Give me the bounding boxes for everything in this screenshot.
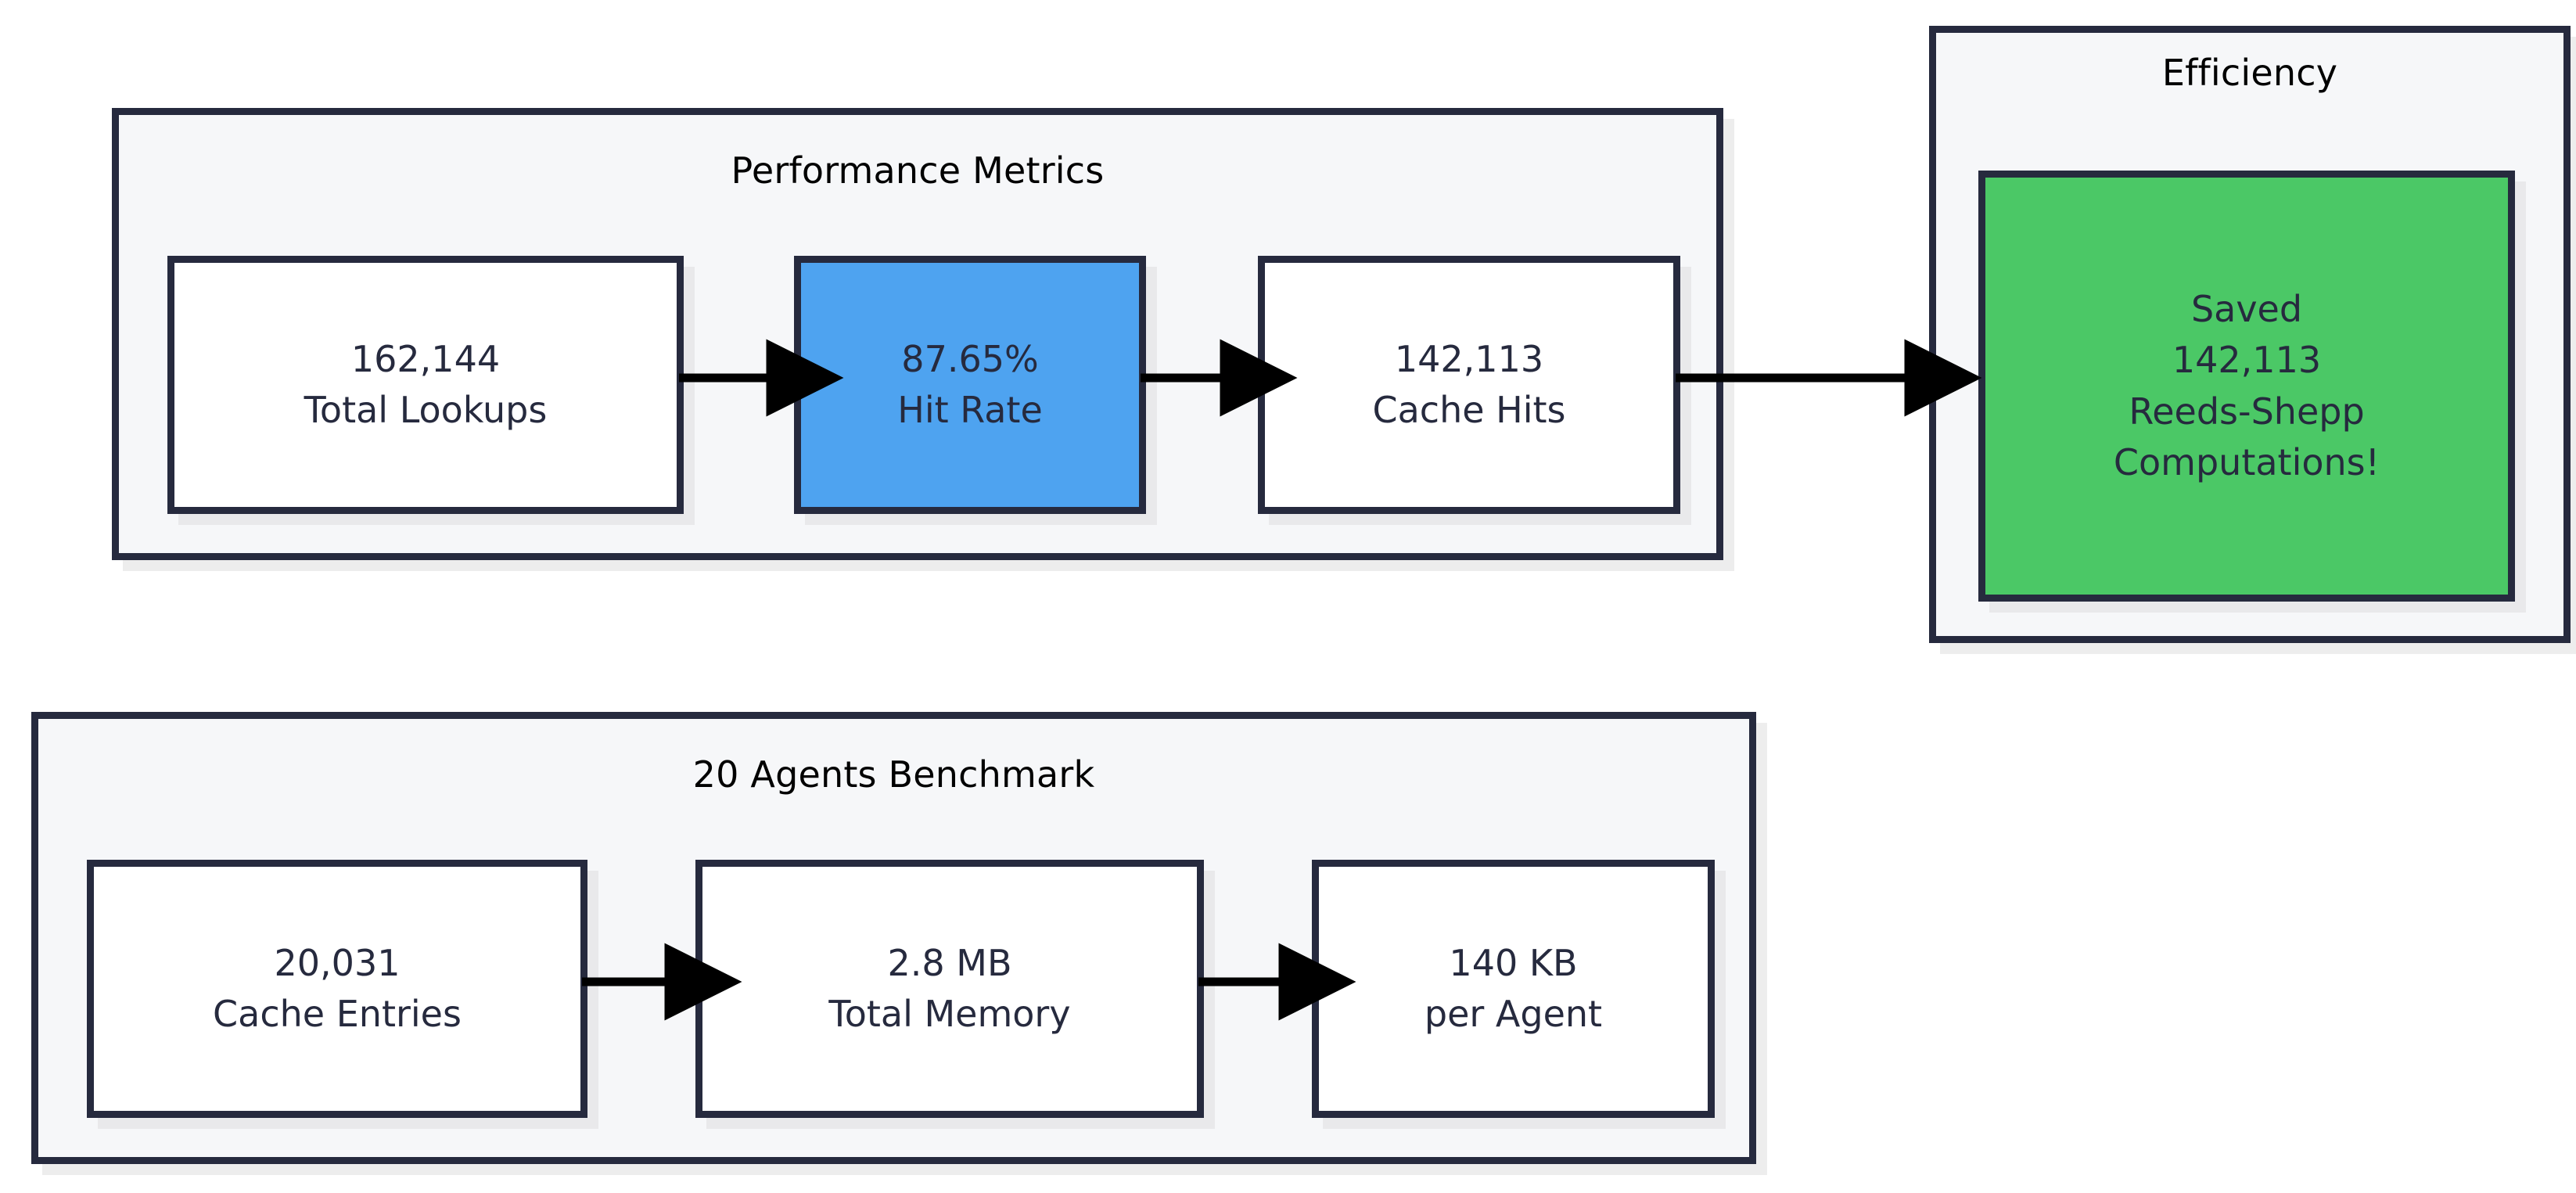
subgraph-title-efficiency: Efficiency — [2161, 52, 2338, 94]
node-value-cache-hits: 142,113 — [1394, 337, 1544, 380]
node-line-saved: Saved — [2190, 287, 2303, 330]
node-label-cache-hits: Cache Hits — [1372, 389, 1566, 431]
node-total-lookups[interactable]: 162,144 Total Lookups — [167, 256, 684, 514]
subgraph-title-agents-benchmark: 20 Agents Benchmark — [692, 753, 1095, 796]
node-value-total-lookups: 162,144 — [350, 337, 501, 380]
subgraph-performance-metrics[interactable]: Performance Metrics 162,144 Total Lookup… — [112, 108, 1723, 560]
node-per-agent[interactable]: 140 KB per Agent — [1312, 860, 1715, 1118]
node-label-total-memory: Total Memory — [828, 993, 1071, 1035]
subgraph-agents-benchmark[interactable]: 20 Agents Benchmark 20,031 Cache Entries… — [31, 712, 1756, 1164]
node-line-count: 142,113 — [2172, 339, 2322, 382]
node-total-memory[interactable]: 2.8 MB Total Memory — [695, 860, 1204, 1118]
node-label-hit-rate: Hit Rate — [897, 389, 1043, 431]
node-value-per-agent: 140 KB — [1449, 941, 1578, 984]
node-value-hit-rate: 87.65% — [901, 337, 1039, 380]
node-label-cache-entries: Cache Entries — [213, 993, 462, 1035]
node-saved-computations[interactable]: Saved 142,113 Reeds-Shepp Computations! — [1978, 171, 2515, 602]
node-line-reeds-shepp: Reeds-Shepp — [2129, 390, 2365, 433]
node-label-per-agent: per Agent — [1424, 993, 1603, 1035]
node-label-total-lookups: Total Lookups — [304, 389, 548, 431]
node-cache-hits[interactable]: 142,113 Cache Hits — [1258, 256, 1680, 514]
subgraph-title-performance-metrics: Performance Metrics — [731, 149, 1105, 192]
node-cache-entries[interactable]: 20,031 Cache Entries — [87, 860, 587, 1118]
subgraph-efficiency[interactable]: Efficiency Saved 142,113 Reeds-Shepp Com… — [1929, 26, 2571, 643]
node-hit-rate[interactable]: 87.65% Hit Rate — [794, 256, 1146, 514]
node-value-total-memory: 2.8 MB — [887, 941, 1012, 984]
node-line-computations: Computations! — [2113, 440, 2380, 483]
node-value-cache-entries: 20,031 — [274, 941, 401, 984]
